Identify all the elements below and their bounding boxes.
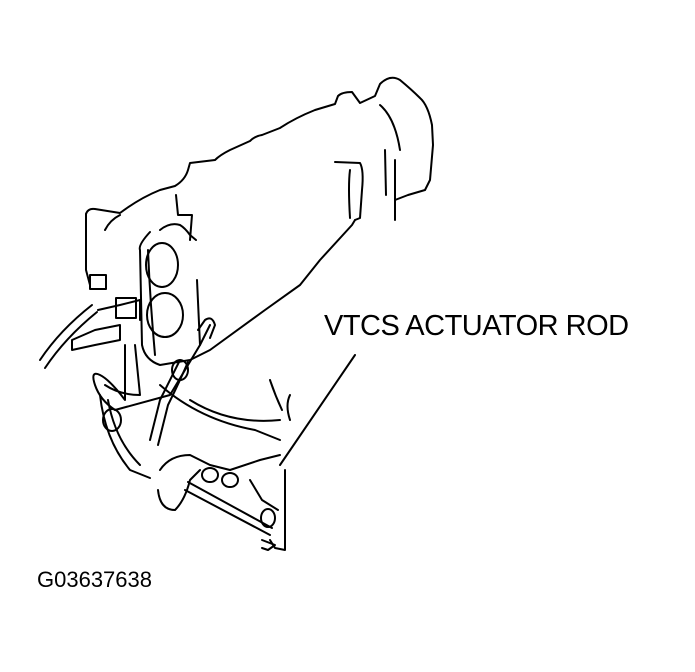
- hose-clamp-b: [102, 408, 122, 432]
- manifold-end-lines: [379, 104, 401, 221]
- throttle-flange: [138, 219, 356, 366]
- callout-leader-line: [279, 354, 356, 466]
- manifold-underside: [159, 379, 291, 441]
- vacuum-tube-loop: [92, 324, 211, 411]
- connector-upper: [89, 274, 107, 290]
- actuator-housing: [157, 454, 281, 511]
- actuator-rod: [184, 481, 273, 536]
- hose-clamp-a: [171, 359, 189, 381]
- bracket-bolt: [260, 508, 276, 528]
- flange-divider: [175, 194, 201, 346]
- callout-vtcs-actuator-rod: VTCS ACTUATOR ROD: [324, 310, 629, 342]
- vacuum-hose-left: [39, 304, 98, 369]
- manifold-top-outline: [85, 76, 434, 215]
- connector-middle: [115, 297, 137, 319]
- connector-bracket: [71, 299, 141, 351]
- actuator-pivot-b: [221, 472, 239, 488]
- manifold-end-inner: [348, 169, 351, 219]
- manifold-end-cap: [334, 161, 364, 221]
- manifold-left-edge: [85, 213, 121, 286]
- throttle-bore-lower: [146, 292, 184, 338]
- rod-end: [261, 539, 276, 551]
- vacuum-tube-main: [149, 317, 216, 446]
- actuator-pivot-a: [201, 467, 219, 483]
- figure-id: G03637638: [37, 567, 152, 592]
- throttle-bore-upper: [145, 242, 179, 288]
- hose-lower-run: [99, 394, 151, 479]
